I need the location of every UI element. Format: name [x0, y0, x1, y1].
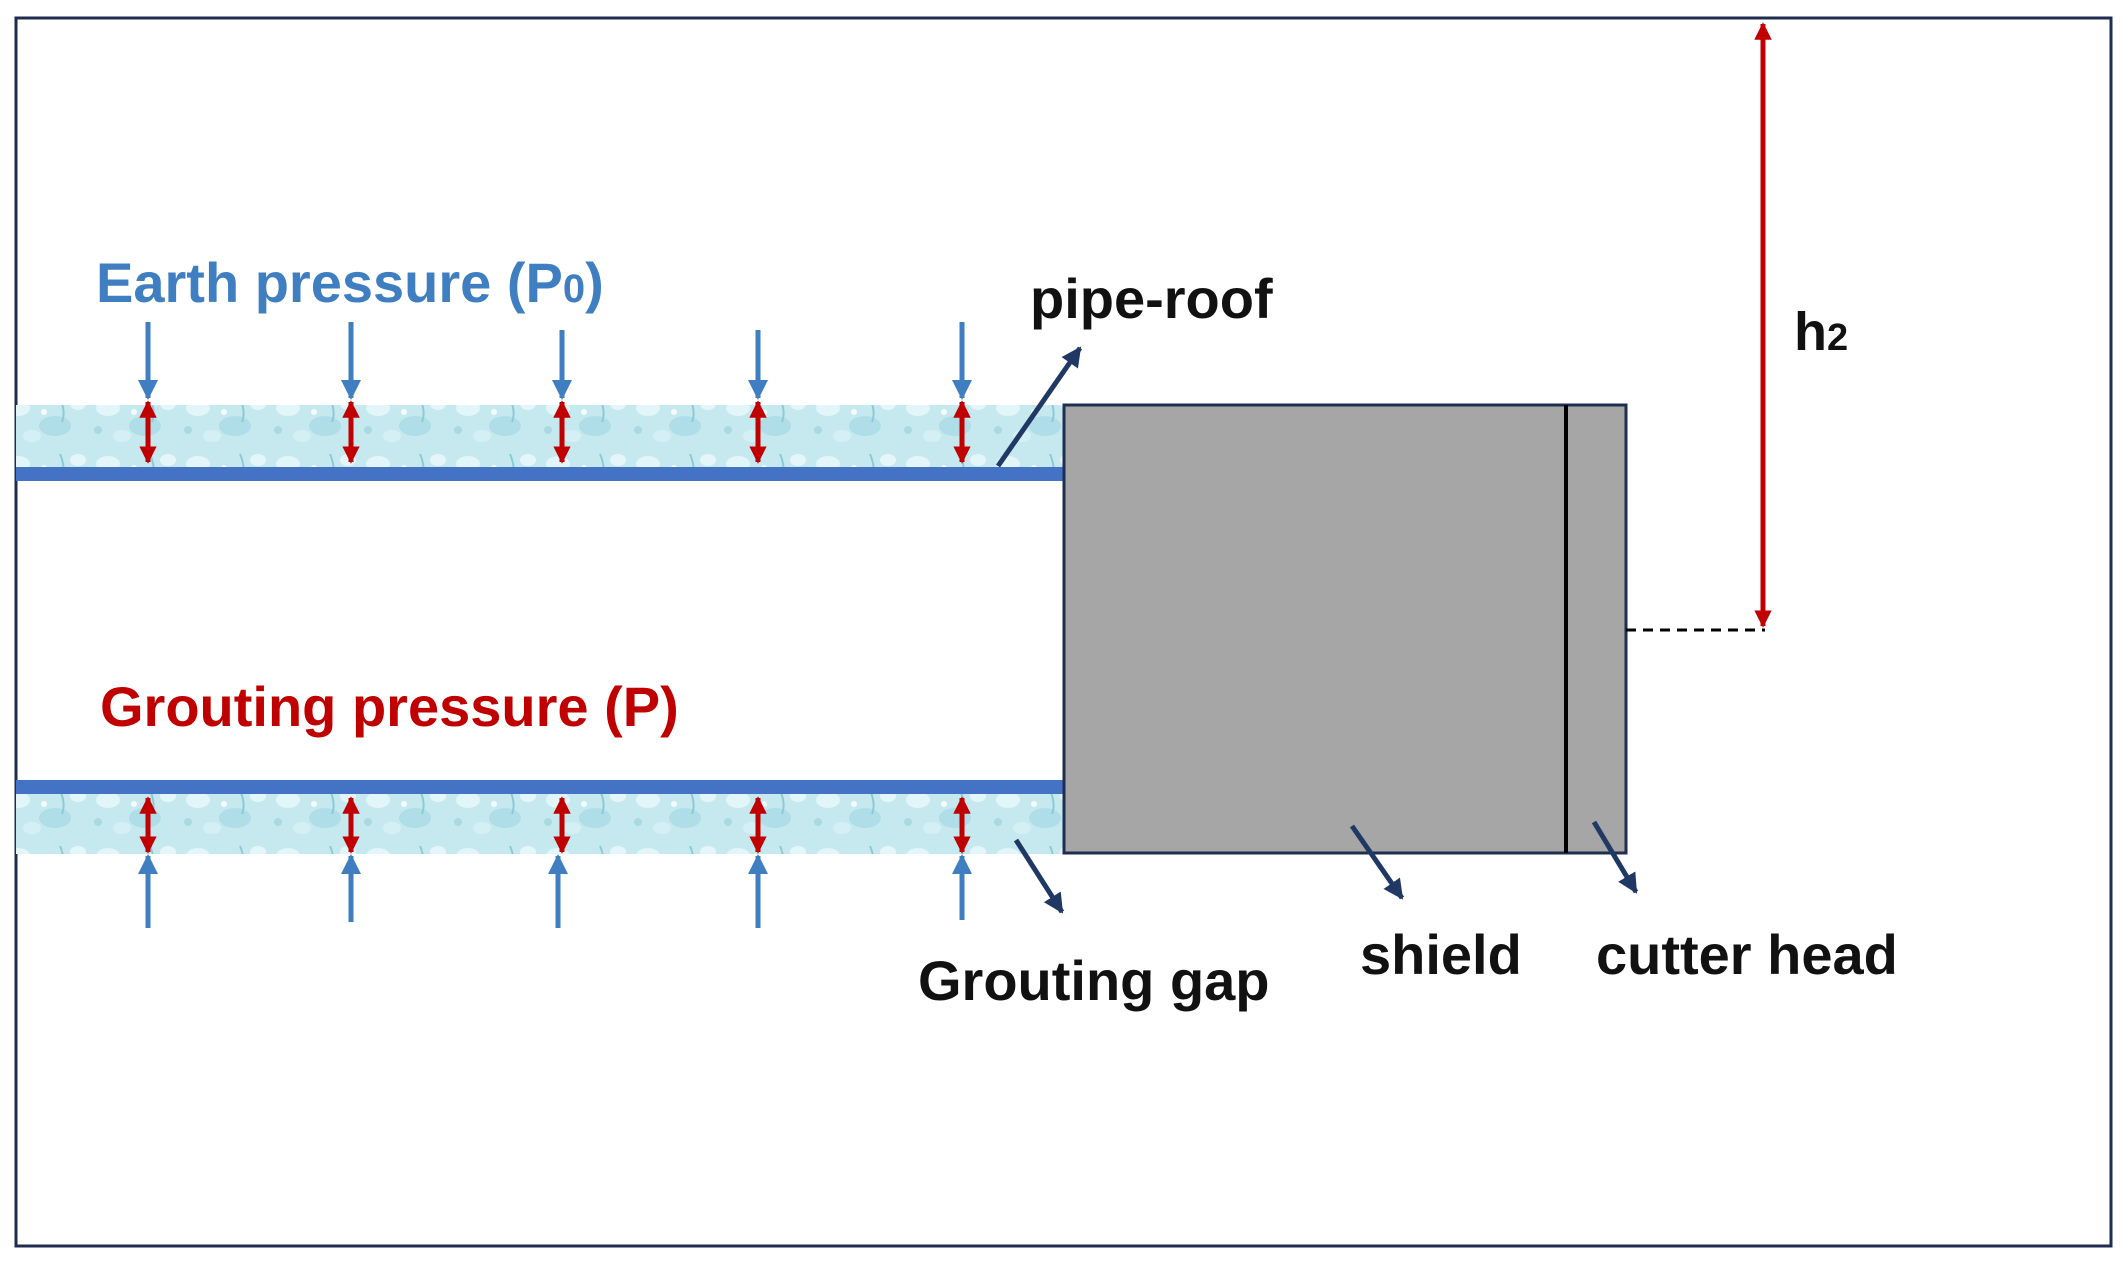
- shield-label: shield: [1360, 923, 1522, 986]
- grouting-gap-label: Grouting gap: [918, 949, 1270, 1012]
- earth-pressure-label: Earth pressure (P0): [96, 251, 604, 314]
- grouting-pressure-arrows-lower: [139, 796, 971, 854]
- earth-pressure-arrows: [138, 322, 972, 400]
- lower-pipe-roof: [16, 780, 1064, 794]
- h2-label: h2: [1794, 302, 1848, 362]
- cutter-head-label: cutter head: [1596, 923, 1898, 986]
- grouting-pressure-label: Grouting pressure (P): [100, 675, 679, 738]
- pipe-roof-label: pipe-roof: [1030, 267, 1273, 330]
- lower-grout-layer: [16, 794, 1064, 854]
- cutter-head: [1564, 403, 1628, 855]
- shield-body: [1062, 403, 1628, 855]
- earth-pressure-arrows-lower: [138, 854, 972, 928]
- grouting-pressure-arrows-upper: [139, 400, 971, 464]
- shield-leader-arrow: [1349, 824, 1405, 900]
- upper-pipe-roof: [16, 467, 1064, 481]
- grouting-gap-leader-arrow: [1013, 838, 1065, 914]
- pipe-roof-leader-arrow: [995, 346, 1083, 468]
- upper-grout-layer: [16, 405, 1064, 467]
- cutter-head-leader-arrow: [1591, 820, 1639, 894]
